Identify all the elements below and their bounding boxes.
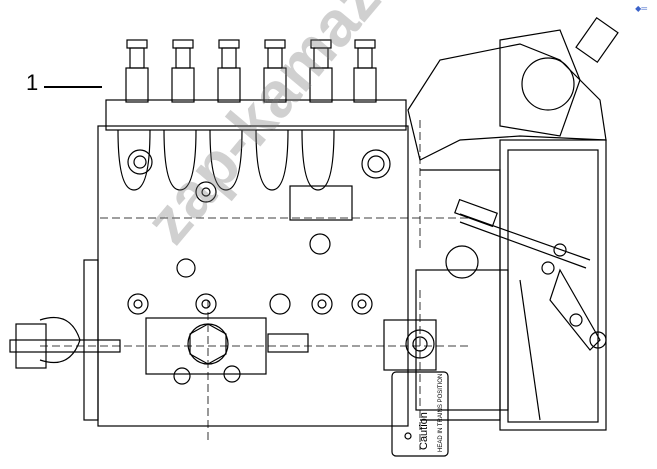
corner-mark: ◆═ bbox=[635, 4, 647, 13]
mounting-bolts bbox=[127, 149, 391, 385]
caution-label: Caution bbox=[418, 412, 430, 450]
center-lines bbox=[40, 120, 470, 450]
control-lever bbox=[454, 198, 607, 421]
caution-subtext: HEAD IN TRAINS POSITION bbox=[438, 373, 444, 452]
injector-outlet-3 bbox=[217, 39, 241, 103]
drive-shaft bbox=[9, 259, 121, 421]
callout-leader-line bbox=[44, 86, 102, 88]
injector-outlet-6 bbox=[353, 39, 377, 103]
injector-outlet-5 bbox=[309, 39, 333, 103]
return-fitting bbox=[267, 319, 437, 371]
governor-housing bbox=[407, 16, 619, 431]
caution-tag bbox=[391, 371, 449, 457]
injector-outlet-1 bbox=[125, 39, 149, 103]
callout-number: 1 bbox=[26, 70, 39, 95]
name-plate bbox=[289, 185, 353, 221]
plunger-row bbox=[117, 129, 335, 191]
injector-outlet-2 bbox=[171, 39, 195, 103]
injector-outlets bbox=[125, 39, 377, 103]
injector-outlet-4 bbox=[263, 39, 287, 103]
